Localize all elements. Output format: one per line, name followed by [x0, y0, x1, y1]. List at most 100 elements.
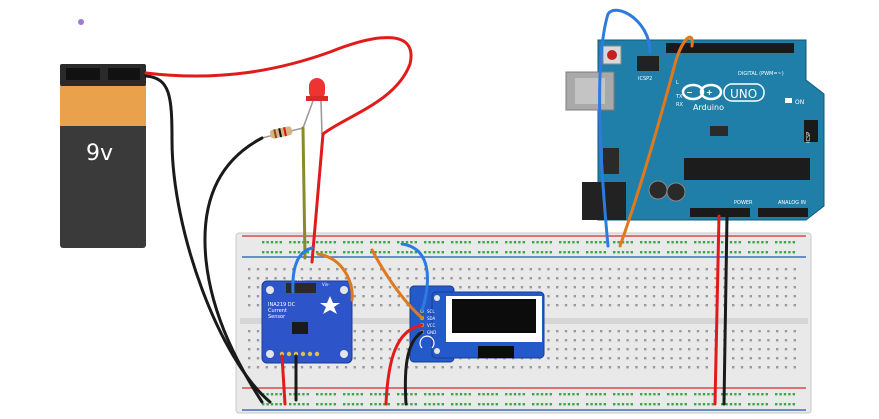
breadboard-hole [594, 393, 598, 396]
breadboard-hole [696, 330, 700, 333]
breadboard-hole [586, 241, 589, 244]
arduino-logo-text: Arduino [693, 103, 724, 112]
breadboard-hole [714, 268, 717, 271]
breadboard-hole [640, 403, 643, 406]
breadboard-hole [468, 251, 471, 254]
led-leg-1 [302, 100, 314, 129]
breadboard-hole [617, 393, 620, 396]
breadboard-hole [256, 348, 260, 351]
breadboard-hole [679, 304, 682, 307]
breadboard-hole [696, 286, 700, 289]
breadboard-hole [564, 366, 568, 369]
breadboard-hole [374, 251, 377, 254]
breadboard-hole [509, 251, 512, 254]
breadboard-hole [775, 403, 778, 406]
breadboard-hole [353, 348, 356, 351]
breadboard-hole [688, 304, 691, 307]
svg-text:−: − [686, 88, 693, 97]
breadboard-hole [792, 241, 795, 244]
breadboard-hole [362, 295, 365, 298]
breadboard-hole [783, 393, 787, 396]
breadboard-hole [684, 403, 687, 406]
breadboard-hole [758, 277, 761, 280]
breadboard-hole [397, 241, 400, 244]
breadboard-hole [582, 357, 585, 360]
breadboard-hole [582, 304, 585, 307]
breadboard-hole [608, 268, 612, 271]
rx-label: RX [676, 102, 683, 108]
breadboard-hole [591, 295, 594, 298]
breadboard-hole [573, 348, 576, 351]
breadboard-hole [468, 366, 471, 369]
breadboard-hole [279, 241, 282, 244]
breadboard-hole [491, 241, 494, 244]
breadboard-hole [775, 241, 778, 244]
uno-badge [723, 83, 765, 102]
breadboard-hole [635, 286, 638, 289]
breadboard-hole [333, 393, 336, 396]
breadboard-hole [702, 251, 706, 254]
led-leg-2 [320, 100, 323, 135]
breadboard-hole [765, 251, 768, 254]
breadboard-hole [732, 268, 735, 271]
breadboard-hole [590, 241, 593, 244]
breadboard-hole [324, 251, 328, 254]
breadboard-hole [564, 330, 568, 333]
oled-pin-scl: SCL [427, 309, 435, 314]
breadboard-hole [793, 286, 796, 289]
breadboard-hole [455, 241, 458, 244]
breadboard-hole [758, 286, 761, 289]
breadboard-hole [441, 268, 444, 271]
breadboard-hole [383, 403, 386, 406]
breadboard-hole [428, 403, 431, 406]
breadboard-hole [667, 403, 670, 406]
breadboard-hole [657, 241, 660, 244]
breadboard-hole [414, 251, 417, 254]
breadboard-hole [248, 304, 251, 307]
breadboard-hole [387, 241, 390, 244]
breadboard-hole [591, 286, 594, 289]
breadboard-hole [671, 251, 674, 254]
breadboard-hole [451, 393, 454, 396]
breadboard-hole [590, 403, 593, 406]
breadboard-hole [410, 241, 413, 244]
breadboard-hole [262, 403, 265, 406]
breadboard-hole [371, 304, 374, 307]
breadboard-hole [630, 251, 633, 254]
breadboard-hole [657, 403, 660, 406]
breadboard-hole [309, 277, 312, 280]
breadboard-hole [248, 339, 251, 342]
breadboard-hole [279, 393, 282, 396]
breadboard-hole [670, 339, 673, 342]
wire-battery-negative [144, 74, 272, 404]
breadboard-hole [621, 393, 625, 396]
breadboard-hole [248, 295, 251, 298]
breadboard-hole [748, 251, 751, 254]
breadboard-hole [336, 268, 339, 271]
breadboard-hole [576, 393, 579, 396]
breadboard-hole [573, 366, 576, 369]
breadboard-hole [617, 286, 620, 289]
breadboard-hole [670, 330, 673, 333]
breadboard-hole [415, 268, 418, 271]
breadboard-hole [549, 241, 552, 244]
breadboard-hole [680, 403, 683, 406]
breadboard-hole [362, 339, 365, 342]
breadboard-hole [318, 277, 321, 280]
breadboard-hole [783, 251, 787, 254]
breadboard-hole [279, 403, 282, 406]
breadboard-hole [309, 366, 312, 369]
breadboard-hole [667, 393, 670, 396]
breadboard-hole [513, 241, 517, 244]
breadboard-hole [549, 403, 552, 406]
breadboard-hole [401, 393, 404, 396]
breadboard-hole [362, 366, 365, 369]
breadboard-hole [661, 286, 664, 289]
breadboard-hole [564, 268, 568, 271]
breadboard-hole [441, 403, 444, 406]
breadboard-hole [380, 268, 383, 271]
breadboard-hole [256, 366, 260, 369]
breadboard-hole [265, 268, 268, 271]
breadboard-hole [761, 241, 764, 244]
oled-pin-vcc: VCC [427, 323, 436, 328]
